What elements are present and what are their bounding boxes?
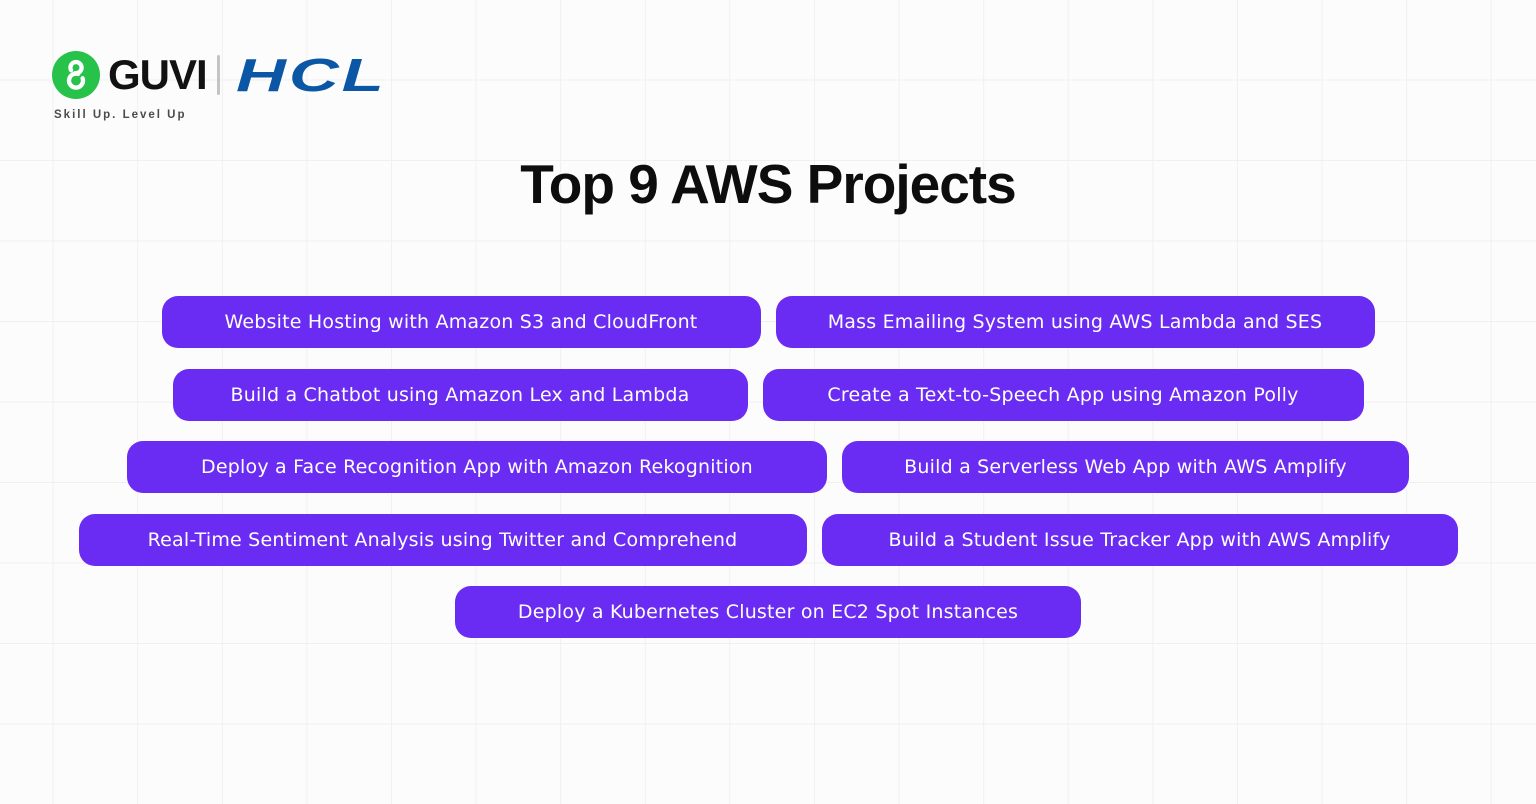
project-pill-serverless-web-app: Build a Serverless Web App with AWS Ampl… [842,441,1409,493]
project-pill-mass-emailing: Mass Emailing System using AWS Lambda an… [775,296,1375,348]
projects-row-4: Real-Time Sentiment Analysis using Twitt… [0,513,1536,566]
project-pill-face-recognition: Deploy a Face Recognition App with Amazo… [127,441,827,493]
projects-list: Website Hosting with Amazon S3 and Cloud… [0,296,1536,638]
project-pill-sentiment-analysis: Real-Time Sentiment Analysis using Twitt… [78,513,807,566]
guvi-wordmark: GUVI [108,51,208,98]
project-pill-text-to-speech: Create a Text-to-Speech App using Amazon… [762,368,1364,421]
project-pill-kubernetes-cluster: Deploy a Kubernetes Cluster on EC2 Spot … [455,586,1081,638]
brand-logo-row: GUVI HCL [52,50,384,100]
hcl-wordmark: HCL [235,49,387,101]
project-pill-website-hosting: Website Hosting with Amazon S3 and Cloud… [161,296,761,348]
brand-divider [216,55,220,95]
projects-row-2: Build a Chatbot using Amazon Lex and Lam… [0,368,1536,421]
brand-tagline: Skill Up. Level Up [54,109,187,121]
projects-row-3: Deploy a Face Recognition App with Amazo… [0,441,1536,493]
project-pill-issue-tracker: Build a Student Issue Tracker App with A… [821,513,1458,566]
projects-row-5: Deploy a Kubernetes Cluster on EC2 Spot … [0,586,1536,638]
projects-row-1: Website Hosting with Amazon S3 and Cloud… [0,296,1536,348]
page-title: Top 9 AWS Projects [520,153,1016,215]
guvi-g-icon [52,51,100,99]
brand-logo: GUVI HCL Skill Up. Level Up [52,50,384,121]
project-pill-chatbot: Build a Chatbot using Amazon Lex and Lam… [172,368,748,421]
